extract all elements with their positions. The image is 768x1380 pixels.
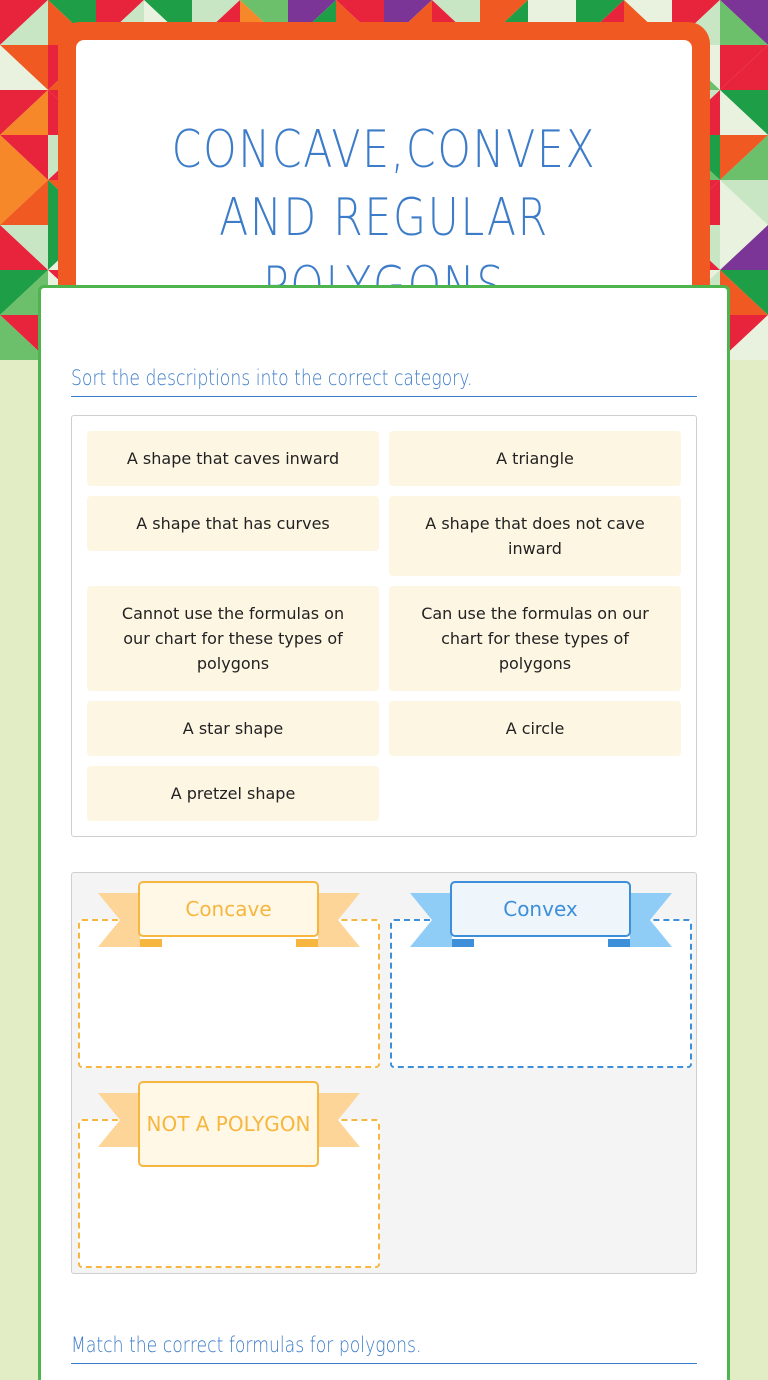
draggable-card[interactable]: A shape that caves inward [87,431,379,486]
pattern-triangle [720,180,768,225]
category-zones: Concave Convex NOT A POLYGON [71,872,697,1274]
pattern-triangle [0,180,48,225]
pattern-triangle [0,225,48,270]
draggable-card[interactable]: A shape that has curves [87,496,379,551]
title-card: CONCAVE,CONVEX AND REGULAR POLYGONS [58,22,710,322]
draggable-card[interactable]: A shape that does not cave inward [389,496,681,576]
category-label-convex: Convex [450,881,631,937]
pattern-triangle [720,225,768,270]
card-bank: A shape that caves inward A triangle A s… [71,415,697,837]
pattern-triangle [720,135,768,180]
instruction-sort: Sort the descriptions into the correct c… [71,366,697,397]
pattern-triangle [720,315,768,360]
draggable-card[interactable]: A star shape [87,701,379,756]
instruction-match: Match the correct formulas for polygons. [71,1333,697,1364]
category-label-not-a-polygon: NOT A POLYGON [138,1081,319,1167]
category-label-concave: Concave [138,881,319,937]
ribbon-concave-icon [98,893,360,947]
ribbon-convex-icon [410,893,672,947]
draggable-card[interactable]: Can use the formulas on our chart for th… [389,586,681,691]
pattern-triangle [720,270,768,315]
pattern-triangle [0,90,48,135]
title-panel: CONCAVE,CONVEX AND REGULAR POLYGONS [74,38,694,322]
pattern-triangle [720,45,768,90]
pattern-triangle [0,45,48,90]
pattern-triangle [720,0,768,45]
pattern-triangle [0,0,48,45]
pattern-triangle [720,90,768,135]
draggable-card[interactable]: Cannot use the formulas on our chart for… [87,586,379,691]
pattern-triangle [0,270,48,315]
draggable-card[interactable]: A circle [389,701,681,756]
draggable-card[interactable]: A pretzel shape [87,766,379,821]
draggable-card[interactable]: A triangle [389,431,681,486]
pattern-triangle [0,135,48,180]
pattern-triangle [0,315,48,360]
